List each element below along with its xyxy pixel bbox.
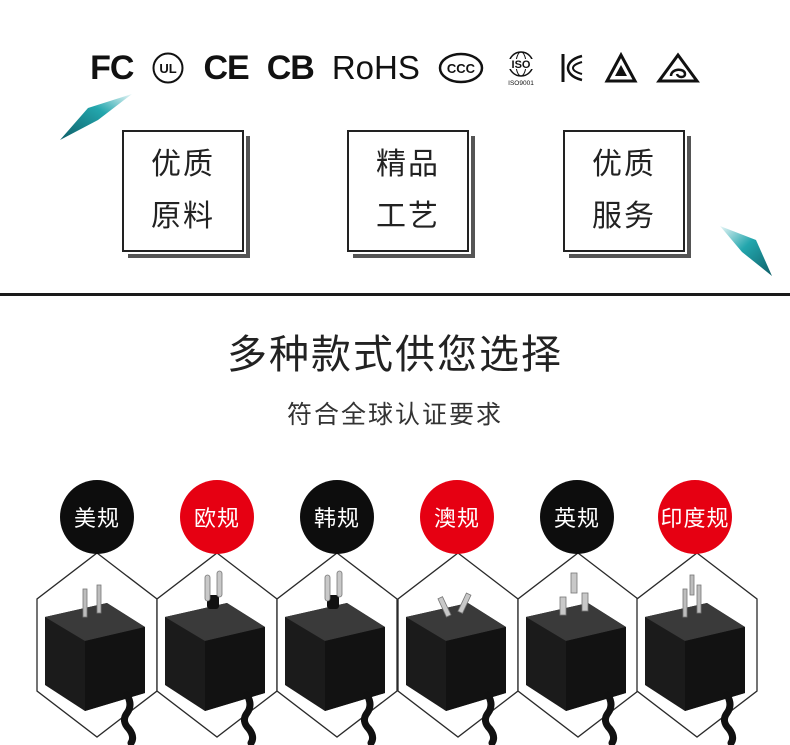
adapter-tile-in [636,552,758,745]
ce-logo-icon: CE [203,48,249,87]
triangle-mark-icon [604,52,638,84]
feature-box-quality-materials: 优质 原料 [122,130,250,258]
feature-line: 服务 [592,199,656,234]
power-adapter-icon [45,584,145,745]
plug-prongs-au [437,592,472,618]
cb-logo-icon: CB [266,48,315,87]
badge-eu-plug: 欧规 [180,480,254,554]
teal-accent-right [720,226,772,276]
adapter-tile-au [397,552,519,745]
certification-logos: FC UL CE CB RoHS CCC ISO ISO9001 [0,46,790,90]
badge-us-plug: 美规 [60,480,134,554]
badge-kr-plug: 韩规 [300,480,374,554]
plug-prongs-uk [559,572,589,616]
feature-box-fine-craft: 精品 工艺 [347,130,475,258]
page-subtitle: 符合全球认证要求 [286,400,503,429]
badge-au-plug: 澳规 [420,480,494,554]
plug-prongs-kr [324,570,343,609]
svg-text:ISO: ISO [511,59,530,71]
ul-logo-icon: UL [151,51,185,85]
svg-text:UL: UL [160,61,177,76]
adapter-tile-eu [156,552,278,745]
fc-logo-icon: FC [90,48,134,87]
feature-line: 优质 [151,147,215,182]
power-adapter-icon [526,572,626,745]
plug-prongs-in [682,574,702,618]
feature-line: 优质 [592,147,656,182]
section-divider [0,293,790,296]
feature-box-quality-service: 优质 服务 [563,130,691,258]
feature-line: 原料 [151,199,215,234]
svg-text:CCC: CCC [447,61,476,76]
rcm-mark-icon [655,52,700,84]
ccc-logo-icon: CCC [438,51,484,85]
rohs-logo-icon: RoHS [331,49,420,86]
adapter-gallery [36,552,758,745]
feature-line: 工艺 [376,199,440,234]
adapter-tile-kr [276,552,398,745]
adapter-tile-us [36,552,158,745]
svg-text:ISO9001: ISO9001 [508,80,534,87]
badge-in-plug: 印度规 [658,480,732,554]
adapter-tile-uk [517,552,639,745]
badge-uk-plug: 英规 [540,480,614,554]
power-adapter-icon [406,592,506,745]
plug-prongs-us [82,584,102,618]
plug-prongs-eu [204,570,223,609]
page-title: 多种款式供您选择 [227,332,563,378]
teal-accent-left [60,94,132,140]
power-adapter-icon [165,570,265,745]
power-adapter-icon [645,574,745,745]
power-adapter-icon [285,570,385,745]
iso-logo-icon: ISO ISO9001 [502,49,540,87]
feature-line: 精品 [376,147,440,182]
kc-logo-icon [558,51,586,85]
